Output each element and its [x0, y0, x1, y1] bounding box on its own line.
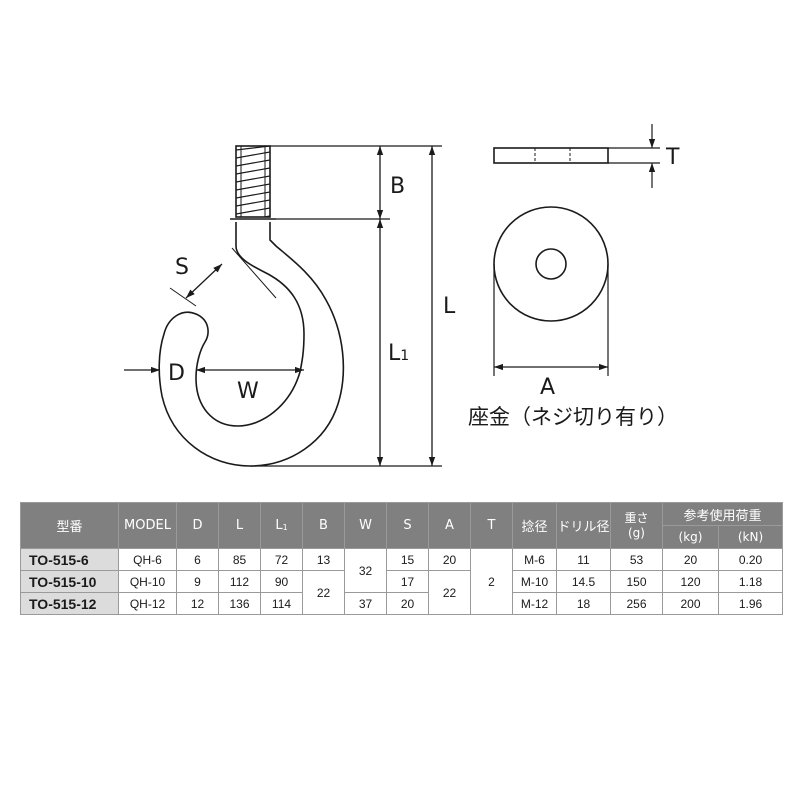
cell-kg: 120 — [662, 570, 719, 593]
cell-B: 22 — [302, 570, 345, 615]
cell-A: 20 — [428, 548, 471, 571]
cell-T: 2 — [470, 548, 513, 615]
header-kg: (kg) — [662, 525, 719, 549]
header-ref-load: 参考使用荷重 — [661, 502, 784, 526]
dim-S-line — [185, 263, 223, 299]
hook-body — [158, 222, 345, 467]
cell-weight: 53 — [610, 548, 663, 571]
header-L: L — [218, 502, 261, 549]
washer-drawing — [493, 147, 609, 322]
cell-B: 13 — [302, 548, 345, 571]
cell-D: 12 — [176, 592, 219, 615]
header-S: S — [386, 502, 429, 549]
label-B: B — [390, 174, 405, 199]
header-row: 型番 MODEL D L L1 B W S A T 捻径 ドリル径 重さ(g) … — [20, 502, 784, 549]
header-subrow: (kg) (kN) — [21, 525, 784, 549]
cell-drill: 14.5 — [556, 570, 611, 593]
technical-drawing: B L1 L S D W T A 座金（ネジ切り有り） — [124, 124, 680, 467]
cell-W: 37 — [344, 592, 387, 615]
cell-model: QH-12 — [118, 592, 177, 615]
cell-S: 15 — [386, 548, 429, 571]
cell-name: TO-515-10 — [20, 570, 119, 593]
header-model-no: 型番 — [20, 502, 119, 549]
cell-weight: 150 — [610, 570, 663, 593]
cell-D: 9 — [176, 570, 219, 593]
label-A: A — [540, 375, 555, 400]
table-row: TO-515-6 QH-6 6 85 72 13 32 15 20 2 M-6 … — [20, 548, 784, 615]
washer-side-view — [493, 147, 609, 164]
header-L1-main: L — [275, 518, 283, 533]
header-L1: L1 — [260, 502, 303, 549]
cell-thread: M-6 — [512, 548, 557, 571]
table-row: TO-515-10 QH-10 9 112 90 22 17 22 M-10 1… — [20, 570, 784, 615]
cell-kN: 1.18 — [717, 570, 784, 593]
header-B: B — [302, 502, 345, 549]
header-drill: ドリル径 — [556, 502, 611, 549]
cell-name: TO-515-6 — [20, 548, 119, 571]
cell-model: QH-10 — [118, 570, 177, 593]
cell-thread: M-10 — [512, 570, 557, 593]
cell-kN: 1.96 — [717, 592, 784, 615]
washer-hole — [535, 248, 567, 280]
hook-extension-lines — [169, 145, 442, 467]
hook-thread — [235, 145, 271, 218]
header-A: A — [428, 502, 471, 549]
cell-name: TO-515-12 — [20, 592, 119, 615]
label-T: T — [665, 145, 680, 170]
cell-L: 112 — [218, 570, 261, 593]
label-L1-sub: 1 — [400, 348, 409, 364]
header-weight-line1: 重さ — [624, 510, 649, 525]
cell-weight: 256 — [610, 592, 663, 615]
label-L: L — [443, 294, 456, 319]
cell-A: 22 — [428, 570, 471, 615]
header-model: MODEL — [118, 502, 177, 549]
cell-L: 136 — [218, 592, 261, 615]
header-D: D — [176, 502, 219, 549]
label-S: S — [175, 255, 189, 280]
label-L1: L1 — [388, 341, 409, 366]
washer-caption: 座金（ネジ切り有り） — [468, 405, 678, 429]
cell-thread: M-12 — [512, 592, 557, 615]
header-weight-line2: (g) — [628, 525, 645, 540]
header-T: T — [470, 502, 513, 549]
spec-table: 型番 MODEL D L L1 B W S A T 捻径 ドリル径 重さ(g) … — [20, 502, 784, 615]
cell-model: QH-6 — [118, 548, 177, 571]
header-W: W — [344, 502, 387, 549]
hook-dimension-arrows — [124, 146, 436, 466]
cell-kN: 0.20 — [717, 548, 784, 571]
cell-kg: 20 — [662, 548, 719, 571]
cell-drill: 11 — [556, 548, 611, 571]
header-L1-sub: 1 — [282, 523, 288, 532]
cell-drill: 18 — [556, 592, 611, 615]
cell-D: 6 — [176, 548, 219, 571]
table-row: TO-515-12 QH-12 12 136 114 37 20 M-12 18… — [20, 592, 784, 615]
label-W: W — [237, 379, 259, 404]
cell-L1: 72 — [260, 548, 303, 571]
cell-S: 17 — [386, 570, 429, 593]
label-L1-main: L — [388, 341, 401, 366]
cell-L1: 114 — [260, 592, 303, 615]
cell-L1: 90 — [260, 570, 303, 593]
cell-W: 32 — [344, 548, 387, 593]
cell-L: 85 — [218, 548, 261, 571]
label-D: D — [168, 361, 185, 386]
cell-kg: 200 — [662, 592, 719, 615]
header-kN: (kN) — [717, 525, 784, 549]
cell-S: 20 — [386, 592, 429, 615]
washer-dimension-lines — [493, 124, 660, 376]
washer-front-view — [493, 206, 609, 322]
hook-drawing — [158, 145, 345, 467]
header-weight: 重さ(g) — [610, 502, 663, 549]
header-thread: 捻径 — [512, 502, 557, 549]
